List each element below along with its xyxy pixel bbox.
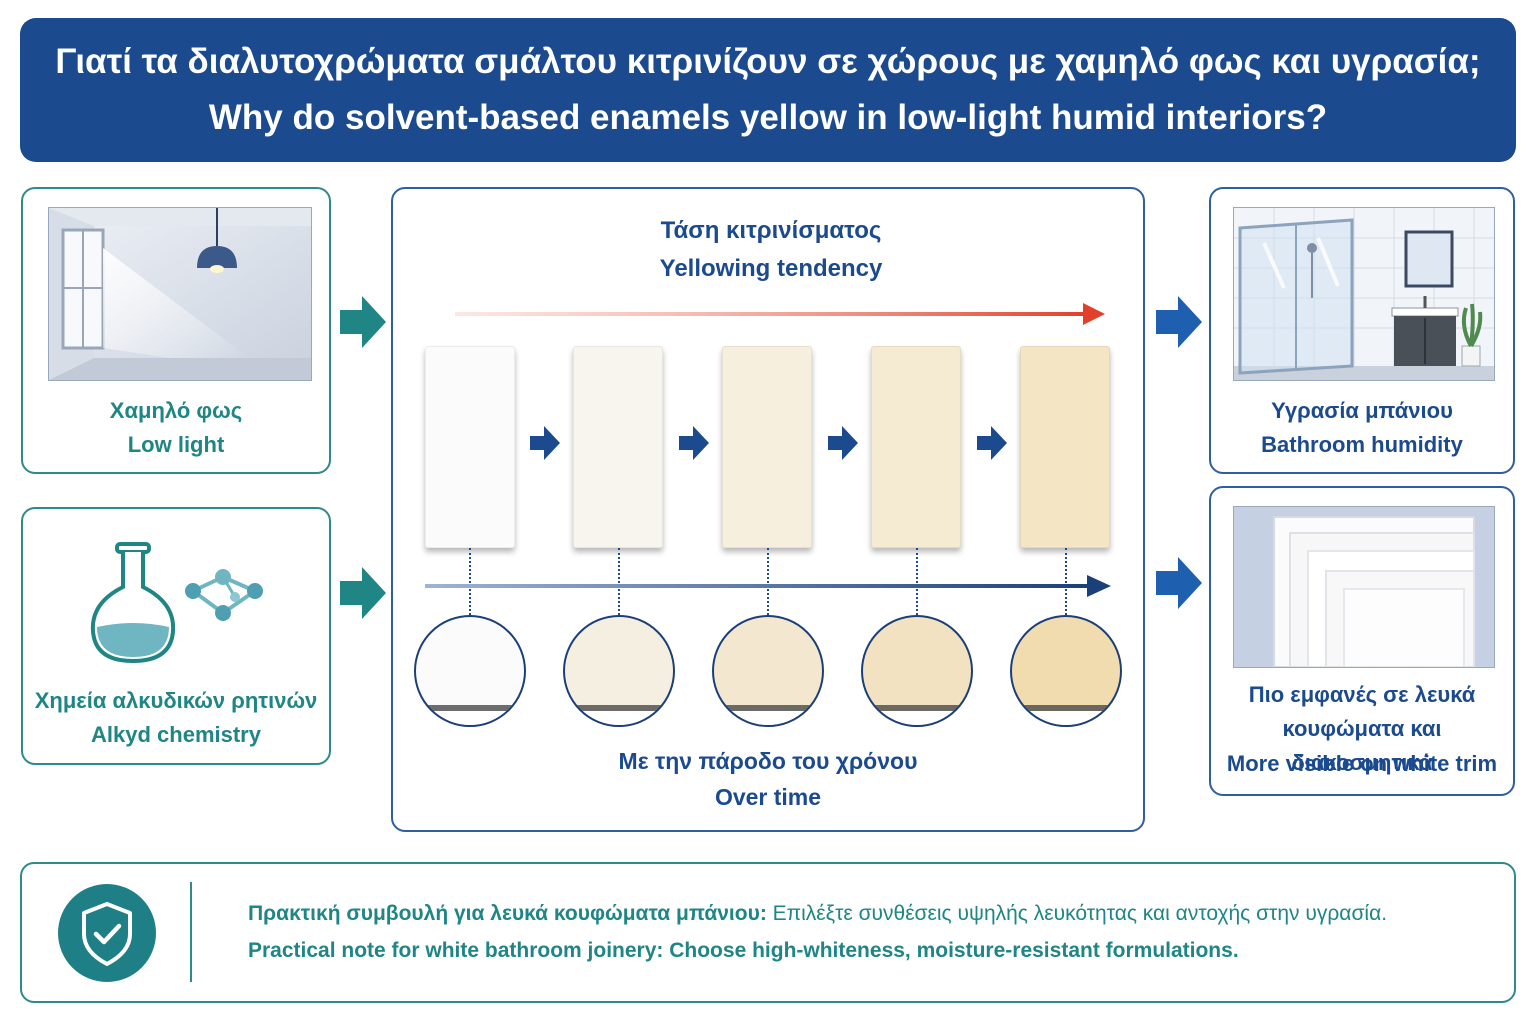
- dotted-connector: [618, 548, 620, 615]
- bathroom-humidity-card: Υγρασία μπάνιου Bathroom humidity: [1209, 187, 1515, 474]
- low-light-card: Χαμηλό φως Low light: [21, 187, 331, 474]
- paint-swatch-1: [425, 346, 515, 548]
- paint-closeup-circle-2: [563, 615, 675, 727]
- title-english: Why do solvent-based enamels yellow in l…: [208, 98, 1328, 137]
- dotted-connector: [1065, 548, 1067, 615]
- bathroom-label-english: Bathroom humidity: [1261, 432, 1463, 457]
- alkyd-label-english: Alkyd chemistry: [91, 722, 261, 747]
- paint-closeup-circle-1: [414, 615, 526, 727]
- paint-closeup-circle-4: [861, 615, 973, 727]
- bathroom-icon: [1233, 207, 1495, 381]
- note-english: Practical note for white bathroom joiner…: [248, 933, 1239, 969]
- low-light-label-english: Low light: [127, 432, 225, 457]
- dotted-connector: [767, 548, 769, 615]
- note-greek-lead: Πρακτική συμβουλή για λευκά κουφώματα μπ…: [248, 902, 767, 925]
- white-trim-label-greek-2: κουφώματα και διακοσμητικά: [1282, 716, 1442, 775]
- low-light-label-greek: Χαμηλό φως: [109, 398, 243, 423]
- dotted-connector: [916, 548, 918, 615]
- time-arrow: [425, 575, 1111, 597]
- paint-swatch-5: [1020, 346, 1110, 548]
- note-greek-text: Επιλέξτε συνθέσεις υψηλής λευκότητας και…: [766, 902, 1388, 925]
- arrow-right-icon: [1156, 557, 1202, 609]
- practical-note-box: Πρακτική συμβουλή για λευκά κουφώματα μπ…: [20, 862, 1516, 1003]
- yellowing-tendency-label: Τάση κιτρινίσματος Yellowing tendency: [391, 212, 1151, 288]
- yellowing-tendency-arrow: [455, 303, 1105, 325]
- title-banner: Γιατί τα διαλυτοχρώματα σμάλτου κιτρινίζ…: [20, 18, 1516, 162]
- yellowing-label-english: Yellowing tendency: [659, 255, 883, 282]
- over-time-label: Με την πάροδο του χρόνου Over time: [391, 743, 1145, 815]
- paint-swatch-2: [573, 346, 663, 548]
- paint-swatch-3: [722, 346, 812, 548]
- alkyd-chemistry-card: Χημεία αλκυδικών ρητινών Alkyd chemistry: [21, 507, 331, 765]
- note-english-lead: Practical note for white bathroom joiner…: [248, 939, 664, 962]
- white-trim-label-english: More visible on white trim: [1226, 751, 1498, 776]
- note-greek: Πρακτική συμβουλή για λευκά κουφώματα μπ…: [248, 896, 1387, 932]
- arrow-right-icon: [340, 296, 386, 348]
- shield-check-icon: [58, 884, 156, 982]
- arrow-right-icon: [1156, 296, 1202, 348]
- divider: [190, 882, 192, 982]
- white-door-trim-icon: [1233, 506, 1495, 668]
- bathroom-label-greek: Υγρασία μπάνιου: [1271, 398, 1453, 423]
- arrow-right-icon: [977, 426, 1007, 460]
- yellowing-label-greek: Τάση κιτρινίσματος: [660, 217, 882, 244]
- room-with-lamp-icon: [48, 207, 312, 381]
- arrow-right-icon: [340, 567, 386, 619]
- alkyd-label-greek: Χημεία αλκυδικών ρητινών: [34, 688, 318, 713]
- paint-closeup-circle-5: [1010, 615, 1122, 727]
- arrow-right-icon: [828, 426, 858, 460]
- arrow-right-icon: [679, 426, 709, 460]
- note-english-text: Choose high-whiteness, moisture-resistan…: [663, 939, 1239, 962]
- flask-molecule-icon: [90, 542, 263, 664]
- title-greek: Γιατί τα διαλυτοχρώματα σμάλτου κιτρινίζ…: [55, 42, 1481, 81]
- over-time-label-english: Over time: [714, 784, 822, 810]
- dotted-connector: [469, 548, 471, 615]
- arrow-right-icon: [530, 426, 560, 460]
- white-trim-card: Πιο εμφανές σε λευκά κουφώματα και διακο…: [1209, 486, 1515, 796]
- white-trim-label-greek-1: Πιο εμφανές σε λευκά: [1248, 682, 1476, 707]
- over-time-label-greek: Με την πάροδο του χρόνου: [618, 748, 918, 774]
- paint-closeup-circle-3: [712, 615, 824, 727]
- paint-swatch-4: [871, 346, 961, 548]
